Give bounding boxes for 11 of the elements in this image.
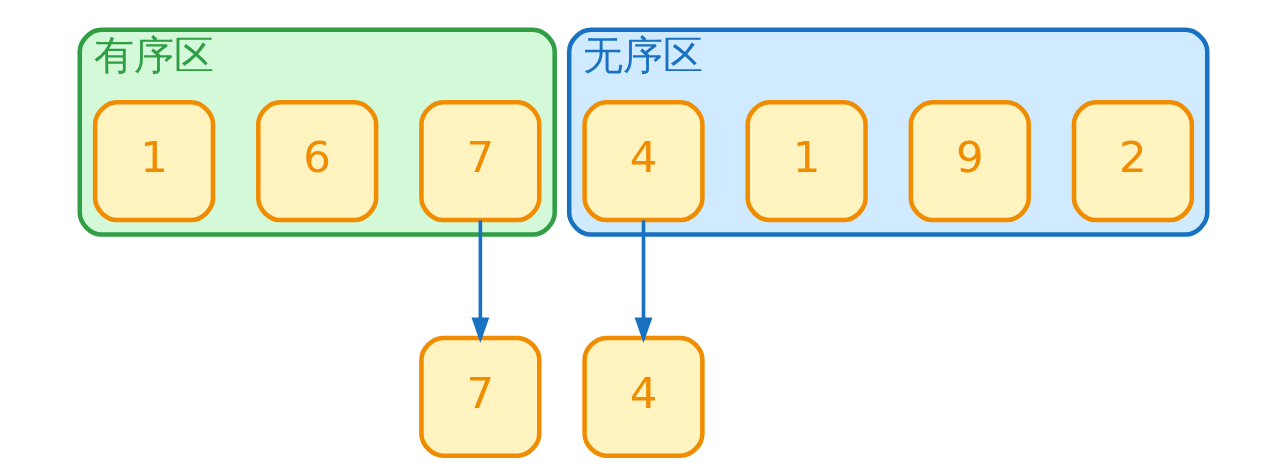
node-box: 1 <box>92 100 216 223</box>
arrow <box>634 220 653 343</box>
node-box: 7 <box>419 100 542 223</box>
node-box: 2 <box>1071 100 1195 223</box>
node-box: 4 <box>582 100 705 223</box>
node-box: 9 <box>908 100 1031 223</box>
node-box: 4 <box>582 335 705 458</box>
arrow <box>471 220 490 343</box>
node-box: 1 <box>745 100 868 223</box>
node-box: 7 <box>419 335 542 458</box>
node-box: 6 <box>256 100 379 223</box>
